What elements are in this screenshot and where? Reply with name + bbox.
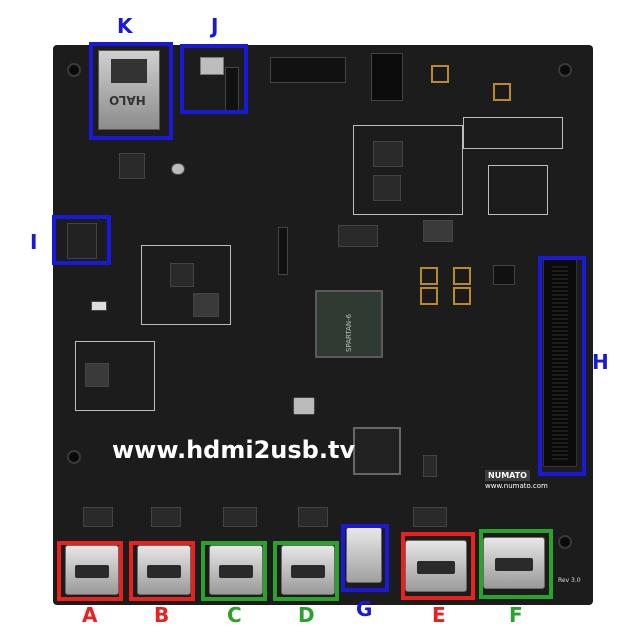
inductor — [193, 293, 219, 317]
silk-outline — [141, 245, 231, 325]
micro-usb-port — [200, 57, 224, 75]
callout-label-c: C — [227, 603, 242, 627]
ic-chip — [373, 141, 403, 167]
test-pad — [420, 287, 438, 305]
callout-label-i: I — [30, 230, 38, 254]
ic-chip — [338, 225, 378, 247]
pin-header — [493, 265, 515, 285]
fpga-chip: SPARTAN-6 — [315, 290, 383, 358]
hdmi-port-e — [405, 540, 467, 592]
pin-header — [278, 227, 288, 275]
test-pad — [453, 287, 471, 305]
pin-header — [270, 57, 346, 83]
expansion-connector — [543, 259, 577, 467]
ic-chip — [373, 175, 401, 201]
callout-box-a — [57, 541, 123, 601]
jumper-pad — [431, 65, 449, 83]
callout-label-e: E — [432, 603, 446, 627]
hdmi-port-f — [483, 537, 545, 589]
inductor — [423, 220, 453, 242]
board-url: www.hdmi2usb.tv — [112, 436, 356, 464]
callout-label-g: G — [356, 597, 373, 621]
mounting-hole — [67, 63, 81, 77]
power-jack — [371, 53, 403, 101]
callout-box-d — [273, 541, 339, 601]
dip-switch — [67, 223, 97, 259]
silk-outline — [488, 165, 548, 215]
ic-chip — [298, 507, 328, 527]
ic-chip — [413, 507, 447, 527]
callout-box-i — [52, 215, 111, 265]
mounting-hole — [67, 450, 81, 464]
fpga-label: SPARTAN-6 — [345, 313, 353, 352]
callout-box-h — [538, 256, 586, 476]
callout-box-g — [341, 524, 389, 592]
ic-chip — [223, 507, 257, 527]
callout-label-f: F — [509, 603, 523, 627]
callout-box-k — [89, 42, 173, 140]
jumper-pad — [493, 83, 511, 101]
silk-outline — [75, 341, 155, 411]
callout-label-b: B — [154, 603, 170, 627]
vendor-url: www.numato.com — [485, 482, 548, 490]
callout-label-a: A — [82, 603, 98, 627]
pcb-board: HALO SPARTAN-6 NUMATO www.numato.com — [53, 45, 593, 605]
hdmi-port-b — [137, 545, 191, 595]
callout-label-h: H — [592, 350, 609, 374]
mounting-hole — [558, 63, 572, 77]
callout-box-c — [201, 541, 267, 601]
ic-chip — [170, 263, 194, 287]
silk-outline — [463, 117, 563, 149]
callout-label-k: K — [117, 14, 133, 38]
oscillator — [293, 397, 315, 415]
usb-b-port — [346, 527, 382, 583]
usb-controller-chip — [353, 427, 401, 475]
inductor — [85, 363, 109, 387]
vendor-logo: NUMATO — [485, 470, 530, 481]
callout-box-f — [479, 529, 553, 599]
board-revision: Rev 3.0 — [558, 577, 581, 584]
mounting-hole — [558, 535, 572, 549]
callout-box-j — [180, 44, 248, 114]
callout-label-d: D — [298, 603, 315, 627]
hdmi-port-a — [65, 545, 119, 595]
callout-box-e — [401, 532, 475, 600]
ic-chip — [83, 507, 113, 527]
silk-outline — [353, 125, 463, 215]
ethernet-jack: HALO — [98, 50, 160, 130]
test-pad — [420, 267, 438, 285]
callout-box-b — [129, 541, 195, 601]
oscillator — [171, 163, 185, 175]
ic-chip — [423, 455, 437, 477]
callout-label-j: J — [211, 14, 219, 38]
ic-chip — [151, 507, 181, 527]
button — [91, 301, 107, 311]
ic-chip — [119, 153, 145, 179]
test-pad — [453, 267, 471, 285]
hdmi-port-c — [209, 545, 263, 595]
hdmi-port-d — [281, 545, 335, 595]
